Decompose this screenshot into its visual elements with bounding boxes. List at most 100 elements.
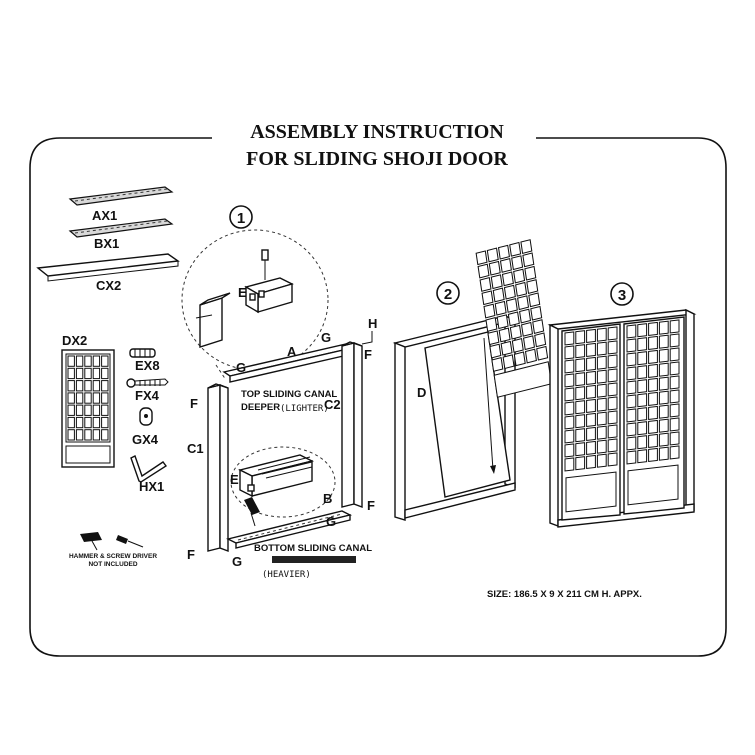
lattice-cell xyxy=(483,303,496,319)
lattice-cell xyxy=(526,279,539,294)
lattice-cell xyxy=(475,250,488,266)
lattice-cell xyxy=(67,404,75,416)
lattice-cell xyxy=(67,367,75,380)
lattice-cell xyxy=(575,386,586,401)
lattice-cell xyxy=(658,418,669,433)
lattice-cell xyxy=(101,355,109,367)
part-ax1-label: AX1 xyxy=(92,208,117,223)
part-dx2-label: DX2 xyxy=(62,333,87,348)
lattice-cell xyxy=(637,435,648,450)
lattice-cell xyxy=(486,247,499,263)
step-2-frame xyxy=(392,314,518,521)
lattice-cell xyxy=(575,400,586,415)
part-ax1-rail xyxy=(68,186,174,206)
lattice-cell xyxy=(596,327,607,342)
lattice-cell xyxy=(513,351,526,367)
part-ex8-label: EX8 xyxy=(135,358,160,373)
lattice-cell xyxy=(658,404,669,419)
step-1-badge xyxy=(229,205,253,229)
lattice-cell xyxy=(586,412,596,427)
lattice-cell xyxy=(501,271,514,287)
lattice-cell xyxy=(648,391,658,406)
lattice-cell xyxy=(92,355,101,367)
lattice-cell xyxy=(669,389,680,404)
lattice-cell xyxy=(607,382,618,397)
lattice-cell xyxy=(564,415,575,430)
lattice-cell xyxy=(513,268,526,284)
lattice-cell xyxy=(648,419,658,434)
lattice-cell xyxy=(84,380,92,392)
lattice-cell xyxy=(586,398,596,413)
lattice-cell xyxy=(596,439,607,454)
lattice-cell xyxy=(637,421,648,436)
detail-bottom-label-e: E xyxy=(230,472,239,487)
bottom-canal-label: BOTTOM SLIDING CANAL xyxy=(254,543,372,554)
lattice-cell xyxy=(575,330,586,345)
lattice-cell xyxy=(658,446,669,461)
lattice-cell xyxy=(626,324,637,339)
label-d: D xyxy=(417,385,426,400)
step-2-badge xyxy=(436,281,460,305)
label-g-bottom-right: G xyxy=(326,514,336,529)
lattice-cell xyxy=(669,417,680,432)
lattice-cell xyxy=(492,287,505,303)
lattice-cell xyxy=(505,298,518,313)
lattice-cell xyxy=(530,305,543,321)
lattice-cell xyxy=(520,239,533,254)
lattice-cell xyxy=(575,442,586,457)
lattice-cell xyxy=(575,372,586,387)
lattice-cell xyxy=(67,416,75,429)
lattice-cell xyxy=(499,258,512,273)
lattice-cell xyxy=(75,367,84,380)
lattice-cell xyxy=(564,429,575,444)
part-bx1-label: BX1 xyxy=(94,236,119,251)
label-g-top-right: G xyxy=(321,330,331,345)
part-hx1-label: HX1 xyxy=(139,479,164,494)
part-ex8-dowel xyxy=(129,348,156,358)
lattice-cell xyxy=(84,392,92,404)
lattice-cell xyxy=(92,367,101,380)
screwdriver-icon xyxy=(116,535,144,548)
lattice-cell xyxy=(101,429,109,441)
lattice-cell xyxy=(487,330,500,346)
lattice-cell xyxy=(92,404,101,416)
label-g-bottom-left: G xyxy=(232,554,242,569)
step-2-door-panel xyxy=(424,239,553,498)
lattice-cell xyxy=(92,416,101,429)
lattice-cell xyxy=(488,260,501,276)
lattice-cell xyxy=(522,252,535,268)
top-canal-label-line-2: DEEPER xyxy=(241,402,280,413)
door-bottom-panel xyxy=(565,471,617,513)
part-gx4-plug xyxy=(139,407,153,426)
lattice-cell xyxy=(586,328,596,343)
lattice-cell xyxy=(67,429,75,441)
lattice-cell xyxy=(658,432,669,447)
lattice-cell xyxy=(586,342,596,357)
lattice-cell xyxy=(101,404,109,416)
lattice-cell xyxy=(596,453,607,468)
lattice-cell xyxy=(626,338,637,353)
lattice-cell xyxy=(626,408,637,423)
lattice-cell xyxy=(648,377,658,392)
lattice-cell xyxy=(637,379,648,394)
lattice-cell xyxy=(564,401,575,416)
lattice-cell xyxy=(669,319,680,334)
label-a: A xyxy=(287,344,297,359)
lattice-cell xyxy=(626,352,637,367)
lattice-cell xyxy=(489,343,502,359)
lattice-cell xyxy=(522,335,535,351)
part-gx4-label: GX4 xyxy=(132,432,159,447)
lattice-cell xyxy=(607,368,618,383)
lattice-cell xyxy=(564,359,575,374)
lattice-cell xyxy=(536,345,549,361)
lattice-cell xyxy=(586,356,596,371)
lattice-cell xyxy=(626,436,637,451)
lattice-cell xyxy=(67,380,75,392)
lattice-cell xyxy=(575,414,586,429)
lattice-cell xyxy=(637,449,648,464)
step-2-arrow-head xyxy=(490,465,496,474)
lattice-cell xyxy=(596,425,607,440)
lattice-cell xyxy=(477,263,490,279)
lattice-cell xyxy=(648,447,658,462)
